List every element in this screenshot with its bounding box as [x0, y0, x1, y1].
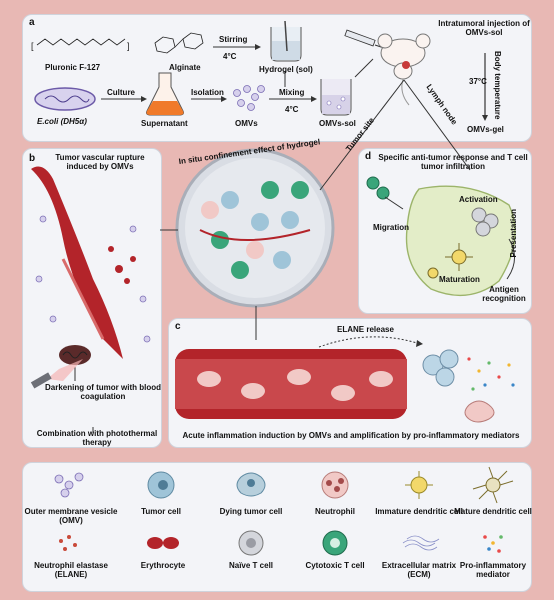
legend-icons: [54, 466, 514, 556]
elane-release-label: ELANE release: [337, 325, 394, 334]
panel-b-letter: b: [29, 153, 36, 164]
legend-panel: Outer membrane vesicle (OMV) Tumor cell …: [22, 462, 532, 592]
legend-label-tumor-cell: Tumor cell: [141, 507, 181, 516]
legend-label-naive-t: Naïve T cell: [228, 561, 274, 570]
omvs-sol-label: OMVs-sol: [319, 119, 356, 128]
panel-c-caption: Acute inflammation induction by OMVs and…: [182, 431, 520, 440]
alginate-label: Alginate: [169, 63, 201, 72]
panel-a: [ ]: [22, 14, 532, 142]
ecm-icon: [402, 535, 440, 551]
panel-c-letter: c: [175, 321, 181, 332]
panel-d-letter: d: [365, 151, 372, 162]
supernatant-flask-icon: [146, 72, 184, 116]
pluronic-structure: [ ]: [31, 38, 130, 51]
presentation-label: Presentation: [509, 209, 518, 258]
omv-icon: [54, 472, 84, 498]
legend-label-mediator: Pro-inflammatory mediator: [459, 561, 527, 580]
legend-label-mature-dc: Mature dendritic cell: [454, 507, 532, 516]
body-temp-label: Body temperature: [493, 51, 503, 120]
neutrophil-cluster-icon: [422, 349, 459, 387]
mixing-label: Mixing: [279, 88, 305, 97]
legend-label-dying-tumor: Dying tumor cell: [219, 507, 283, 516]
maturation-label: Maturation: [439, 275, 480, 284]
erythrocyte-icon: [147, 537, 179, 549]
migration-label: Migration: [373, 223, 409, 232]
culture-label: Culture: [107, 88, 135, 97]
hydrogel-sol-label: Hydrogel (sol): [259, 65, 313, 74]
tumor-cell-icon: [147, 471, 175, 499]
migrating-t-cells: [366, 176, 390, 200]
activation-label: Activation: [459, 195, 498, 204]
legend-label-immature-dc: Immature dendritic cell: [375, 507, 463, 516]
dying-tumor-cell-icon: [236, 472, 266, 497]
dark-tumor-icon: [59, 345, 91, 365]
panel-c-graphics: [175, 336, 515, 423]
panel-c: c ELANE release Acute inflammation induc…: [168, 318, 532, 448]
legend-label-omv: Outer membrane vesicle (OMV): [24, 507, 118, 526]
legend-label-ecm: Extracellular matrix (ECM): [381, 561, 457, 580]
elane-icon: [59, 535, 77, 551]
blood-vessel-icon: [175, 349, 407, 419]
ecoli-label: E.coli (DH5α): [37, 117, 87, 126]
dying-tumor-cell-c: [464, 400, 495, 423]
legend-label-elane: Neutrophil elastase (ELANE): [34, 561, 108, 580]
panel-b-graphics: [30, 166, 151, 433]
panel-d-title: Specific anti-tumor response and T cell …: [378, 153, 528, 172]
combination-label: Combination with photothermal therapy: [36, 429, 158, 448]
elane-arrow: [318, 336, 418, 348]
panel-a-letter: a: [29, 17, 35, 28]
svg-text:]: ]: [127, 41, 130, 51]
ruptured-vessel-icon: [31, 166, 136, 359]
darkening-label: Darkening of tumor with blood coagulatio…: [45, 383, 161, 402]
pluronic-label: Pluronic F-127: [45, 63, 101, 72]
mediator-icon: [483, 535, 503, 553]
panel-b: b Tumor vascular rupture induced by OMVs…: [22, 148, 162, 448]
mouse-icon: [377, 33, 431, 106]
dendritic-cells: [427, 243, 473, 279]
ecoli-icon: [34, 87, 96, 111]
body-temp-value: 37°C: [469, 77, 487, 86]
legend-label-neutrophil: Neutrophil: [315, 507, 355, 516]
stirring-temp-label: 4°C: [223, 52, 237, 61]
mixing-temp-label: 4°C: [285, 105, 299, 114]
alginate-structure: [154, 32, 204, 54]
svg-text:[: [: [31, 41, 34, 51]
naive-t-cell-icon: [238, 530, 264, 556]
activated-t-cells: [471, 207, 499, 237]
immature-dc-icon: [405, 471, 433, 499]
omvs-gel-label: OMVs-gel: [467, 125, 504, 134]
hydrogel-sphere-icon: [175, 148, 335, 308]
panel-d: d Specific anti-tumor response and T cel…: [358, 148, 532, 314]
panel-b-omvs: [35, 215, 151, 343]
injection-label: Intratumoral injection of OMVs-sol: [438, 19, 530, 38]
mature-dc-icon: [472, 466, 514, 504]
stirring-label: Stirring: [219, 35, 248, 44]
panel-b-title: Tumor vascular rupture induced by OMVs: [55, 153, 145, 172]
antigen-label: Antigen recognition: [482, 285, 526, 304]
legend-label-erythrocyte: Erythrocyte: [140, 561, 186, 570]
omvs-cluster-icon: [233, 85, 265, 111]
neutrophil-icon: [321, 471, 349, 499]
omvs-sol-beaker-icon: [320, 79, 352, 116]
hydrogel-beaker-icon: [270, 20, 302, 62]
supernatant-label: Supernatant: [141, 119, 188, 128]
legend-label-cytotoxic-t: Cytotoxic T cell: [305, 561, 365, 570]
cytotoxic-t-cell-icon: [322, 530, 348, 556]
stirring-arrowhead: [255, 44, 261, 50]
isolation-label: Isolation: [191, 88, 224, 97]
omvs-label: OMVs: [235, 119, 258, 128]
laser-icon: [30, 359, 83, 389]
mediator-dots: [467, 357, 515, 391]
